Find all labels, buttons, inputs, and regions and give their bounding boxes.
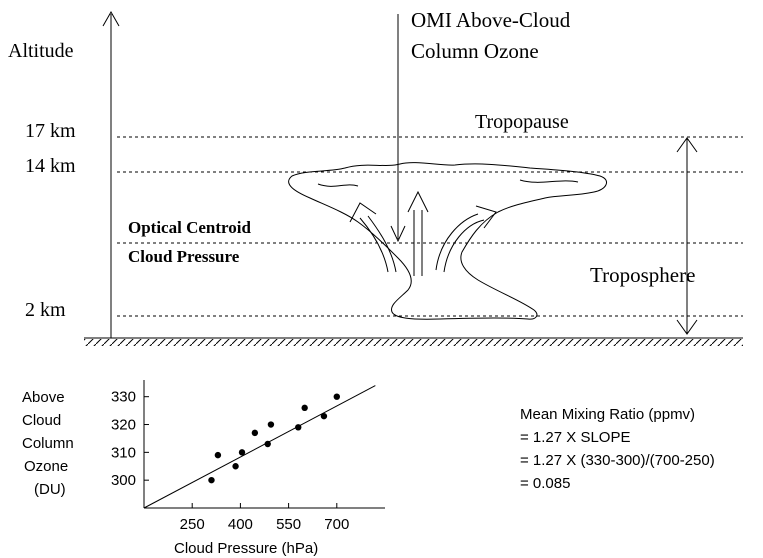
data-point bbox=[208, 476, 215, 484]
data-point bbox=[320, 412, 328, 420]
y-tick-label: 320 bbox=[111, 417, 136, 434]
cumulonimbus-cloud bbox=[288, 162, 608, 320]
y-label-line: Cloud bbox=[22, 412, 61, 429]
formula-line: = 0.085 bbox=[520, 475, 570, 492]
troposphere-extent-arrow bbox=[676, 137, 698, 335]
formula-line: Mean Mixing Ratio (ppmv) bbox=[520, 406, 695, 423]
omi-label-line1: OMI Above-Cloud bbox=[411, 8, 571, 32]
data-point bbox=[214, 451, 222, 459]
x-tick-label: 550 bbox=[276, 516, 301, 533]
x-tick-label: 250 bbox=[180, 516, 205, 533]
y-label-line: Ozone bbox=[24, 458, 68, 475]
data-point bbox=[251, 429, 259, 437]
cloud-wisp bbox=[317, 183, 359, 187]
updraft-arrows bbox=[349, 190, 497, 276]
tropopause-label: Tropopause bbox=[475, 111, 569, 133]
centroid-label-line1: Optical Centroid bbox=[128, 218, 251, 237]
fit-line bbox=[143, 385, 376, 509]
ground-hatching bbox=[84, 339, 743, 346]
chart-y-axis-label: Above Cloud Column Ozone (DU) bbox=[22, 389, 74, 498]
data-point bbox=[295, 424, 302, 431]
chart-x-axis-label: Cloud Pressure (hPa) bbox=[174, 540, 318, 557]
data-point bbox=[267, 421, 275, 428]
centroid-label-line2: Cloud Pressure bbox=[128, 247, 240, 266]
y-tick-label: 310 bbox=[111, 444, 136, 461]
omi-ozone-arrow bbox=[390, 14, 406, 243]
data-point bbox=[301, 404, 308, 412]
y-label-line: (DU) bbox=[34, 481, 66, 498]
data-point bbox=[238, 449, 246, 456]
cloud-wisp bbox=[519, 179, 579, 183]
y-tick-label: 300 bbox=[111, 472, 136, 489]
troposphere-label: Troposphere bbox=[590, 263, 695, 287]
formula-line: = 1.27 X SLOPE bbox=[520, 429, 631, 446]
level-label-2km: 2 km bbox=[25, 299, 66, 321]
formula-line: = 1.27 X (330-300)/(700-250) bbox=[520, 452, 715, 469]
omi-label-line2: Column Ozone bbox=[411, 39, 539, 63]
altitude-label: Altitude bbox=[8, 40, 74, 62]
y-label-line: Above bbox=[22, 389, 65, 406]
altitude-axis-arrowhead bbox=[102, 10, 120, 27]
data-point bbox=[264, 440, 271, 448]
x-tick-label: 400 bbox=[228, 516, 253, 533]
level-label-14km: 14 km bbox=[25, 155, 76, 177]
y-tick-label: 330 bbox=[111, 389, 136, 406]
level-label-17km: 17 km bbox=[25, 120, 76, 142]
y-label-line: Column bbox=[22, 435, 74, 452]
x-tick-label: 700 bbox=[324, 516, 349, 533]
scatter-chart: 300 310 320 330 250 400 550 700 bbox=[111, 380, 385, 533]
mixing-ratio-formula: Mean Mixing Ratio (ppmv) = 1.27 X SLOPE … bbox=[520, 406, 715, 492]
data-point bbox=[232, 463, 239, 470]
data-point bbox=[333, 393, 340, 400]
